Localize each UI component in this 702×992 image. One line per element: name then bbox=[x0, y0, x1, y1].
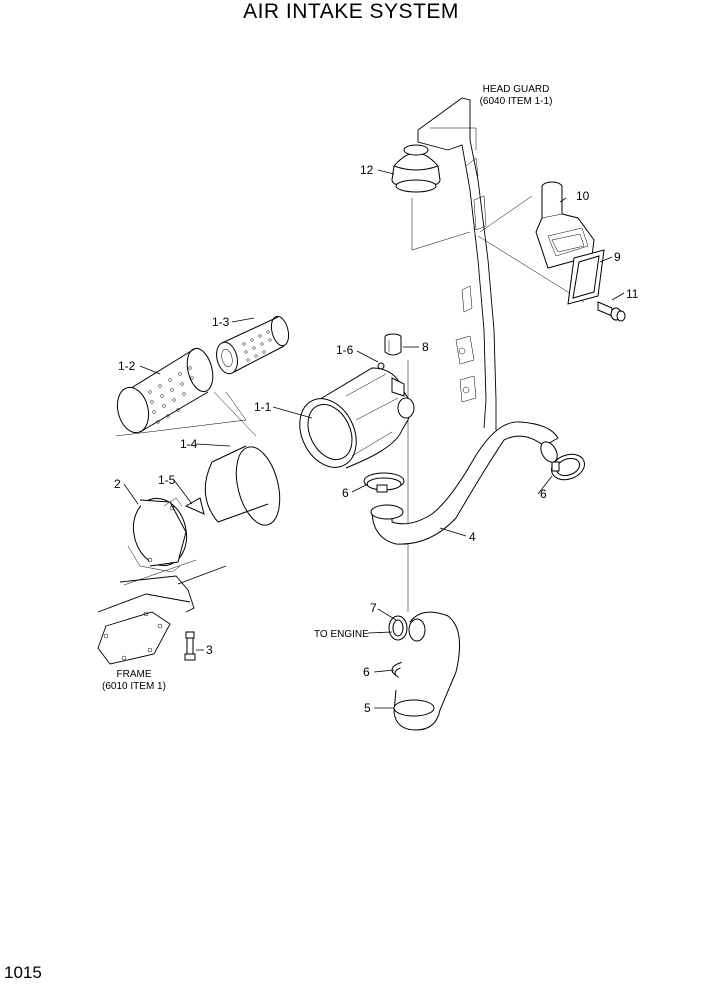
label-6-a: 6 bbox=[342, 486, 349, 500]
part-4-intake-hose bbox=[370, 421, 559, 545]
label-leaders bbox=[123, 169, 625, 709]
label-9: 9 bbox=[614, 250, 621, 264]
label-1-6: 1-6 bbox=[336, 343, 354, 357]
part-1-5-valve bbox=[184, 497, 205, 515]
label-3: 3 bbox=[206, 643, 213, 657]
note-to-engine: TO ENGINE bbox=[314, 629, 369, 640]
label-6-b: 6 bbox=[540, 487, 547, 501]
part-12-precleaner bbox=[391, 144, 441, 193]
leader-lines bbox=[115, 195, 585, 690]
label-1-1: 1-1 bbox=[254, 400, 272, 414]
note-head-guard: HEAD GUARD bbox=[483, 84, 550, 95]
note-frame: FRAME bbox=[117, 669, 152, 680]
label-11: 11 bbox=[626, 287, 639, 301]
part-3-bolt bbox=[184, 631, 196, 661]
label-12: 12 bbox=[360, 163, 374, 177]
label-1-5: 1-5 bbox=[158, 473, 176, 487]
label-1-4: 1-4 bbox=[180, 437, 198, 451]
part-2-band-bracket bbox=[127, 497, 188, 573]
label-8: 8 bbox=[422, 340, 429, 354]
frame-plate bbox=[97, 565, 227, 665]
part-5-lower-hose bbox=[393, 611, 461, 731]
part-1-3-safety-element bbox=[216, 315, 290, 375]
part-7-clamp bbox=[388, 615, 408, 641]
part-6-clamp-a bbox=[363, 472, 405, 493]
label-4: 4 bbox=[469, 530, 476, 544]
note-frame-ref: (6010 ITEM 1) bbox=[102, 681, 166, 692]
label-10: 10 bbox=[576, 189, 590, 203]
page-number: 1015 bbox=[4, 963, 42, 982]
note-head-guard-ref: (6040 ITEM 1-1) bbox=[480, 96, 553, 107]
part-1-2-main-element bbox=[116, 347, 214, 434]
part-6-clamp-b bbox=[551, 453, 585, 481]
part-9-gasket bbox=[567, 249, 605, 305]
part-1-1-air-cleaner-housing bbox=[299, 367, 415, 469]
label-1-2: 1-2 bbox=[118, 359, 136, 373]
label-7: 7 bbox=[370, 601, 377, 615]
head-guard-frame bbox=[417, 97, 497, 430]
label-1-3: 1-3 bbox=[212, 315, 230, 329]
part-1-4-cover bbox=[204, 445, 281, 526]
label-5: 5 bbox=[364, 701, 371, 715]
label-2: 2 bbox=[114, 477, 121, 491]
label-6-c: 6 bbox=[363, 665, 370, 679]
part-11-bolt bbox=[597, 301, 626, 322]
page-title: AIR INTAKE SYSTEM bbox=[243, 0, 459, 23]
part-8-indicator bbox=[384, 333, 402, 356]
